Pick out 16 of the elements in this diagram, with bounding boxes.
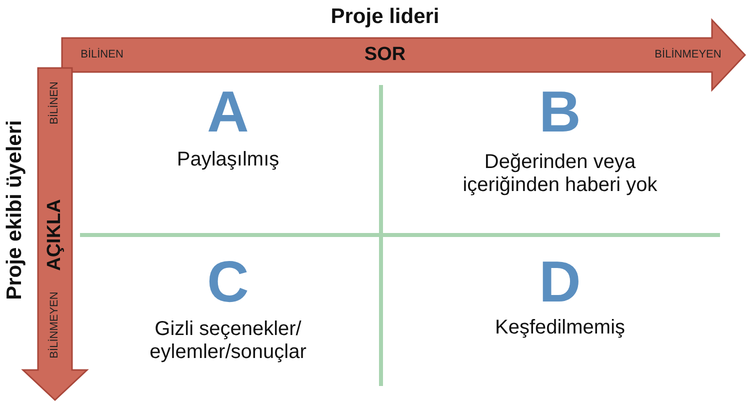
axis-title: Proje lideri (330, 4, 440, 30)
axis-label: SOR (364, 44, 406, 66)
axis-title: Proje ekibi üyeleri (2, 120, 27, 300)
axis-end-label: BİLİNEN (48, 82, 62, 124)
quadrant-letter: D (539, 250, 581, 316)
quadrant-text: Gizli seçenekler/ eylemler/sonuçlar (148, 318, 308, 364)
quadrant-letter: B (539, 80, 581, 146)
quadrant-letter: C (207, 250, 249, 316)
quadrant-letter: A (207, 80, 249, 146)
axis-end-label: BİLİNMEYEN (654, 48, 722, 62)
axis-end-label: BİLİNEN (80, 48, 124, 62)
axis-end-label: BİLİNMEYEN (48, 292, 62, 358)
quadrant-text: Paylaşılmış (176, 148, 280, 172)
quadrant-text: Keşfedilmemiş (494, 316, 626, 340)
axis-label: AÇIKLA (44, 199, 66, 271)
quadrant-text: Değerinden veya içeriğinden haberi yok (462, 151, 658, 197)
